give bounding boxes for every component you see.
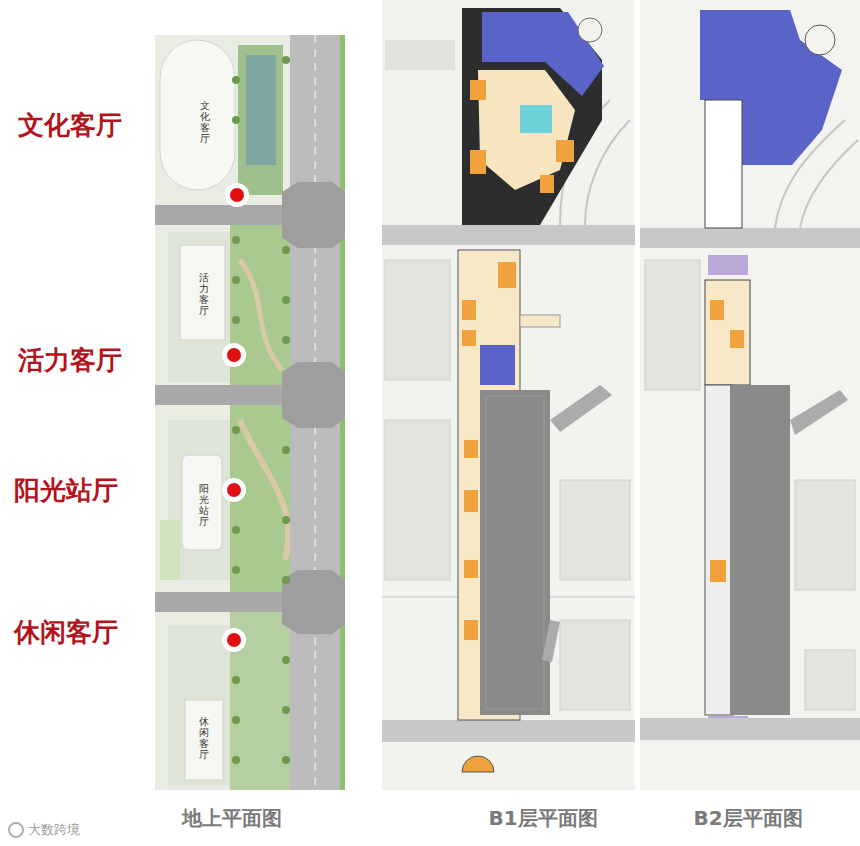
- plan-label: 阳光站厅: [199, 483, 209, 527]
- b1-plan: [382, 0, 635, 790]
- plan-label: 休闲客厅: [199, 716, 209, 760]
- zone-title: 活力客厅: [18, 345, 122, 375]
- plan-caption: B2层平面图: [658, 806, 838, 830]
- b2-plan: [640, 0, 860, 790]
- plan-label: 文化客厅: [200, 100, 210, 144]
- zone-title: 文化客厅: [18, 110, 122, 140]
- zone-title: 阳光站厅: [14, 475, 118, 505]
- watermark-icon: [9, 823, 23, 837]
- location-dot: [222, 183, 249, 652]
- plan-caption: B1层平面图: [453, 806, 633, 830]
- ground-plan: [155, 35, 345, 790]
- zone-title: 休闲客厅: [14, 617, 118, 647]
- watermark: 大数跨境: [28, 822, 80, 838]
- plan-caption: 地上平面图: [142, 806, 322, 830]
- plan-label: 活力客厅: [199, 272, 209, 316]
